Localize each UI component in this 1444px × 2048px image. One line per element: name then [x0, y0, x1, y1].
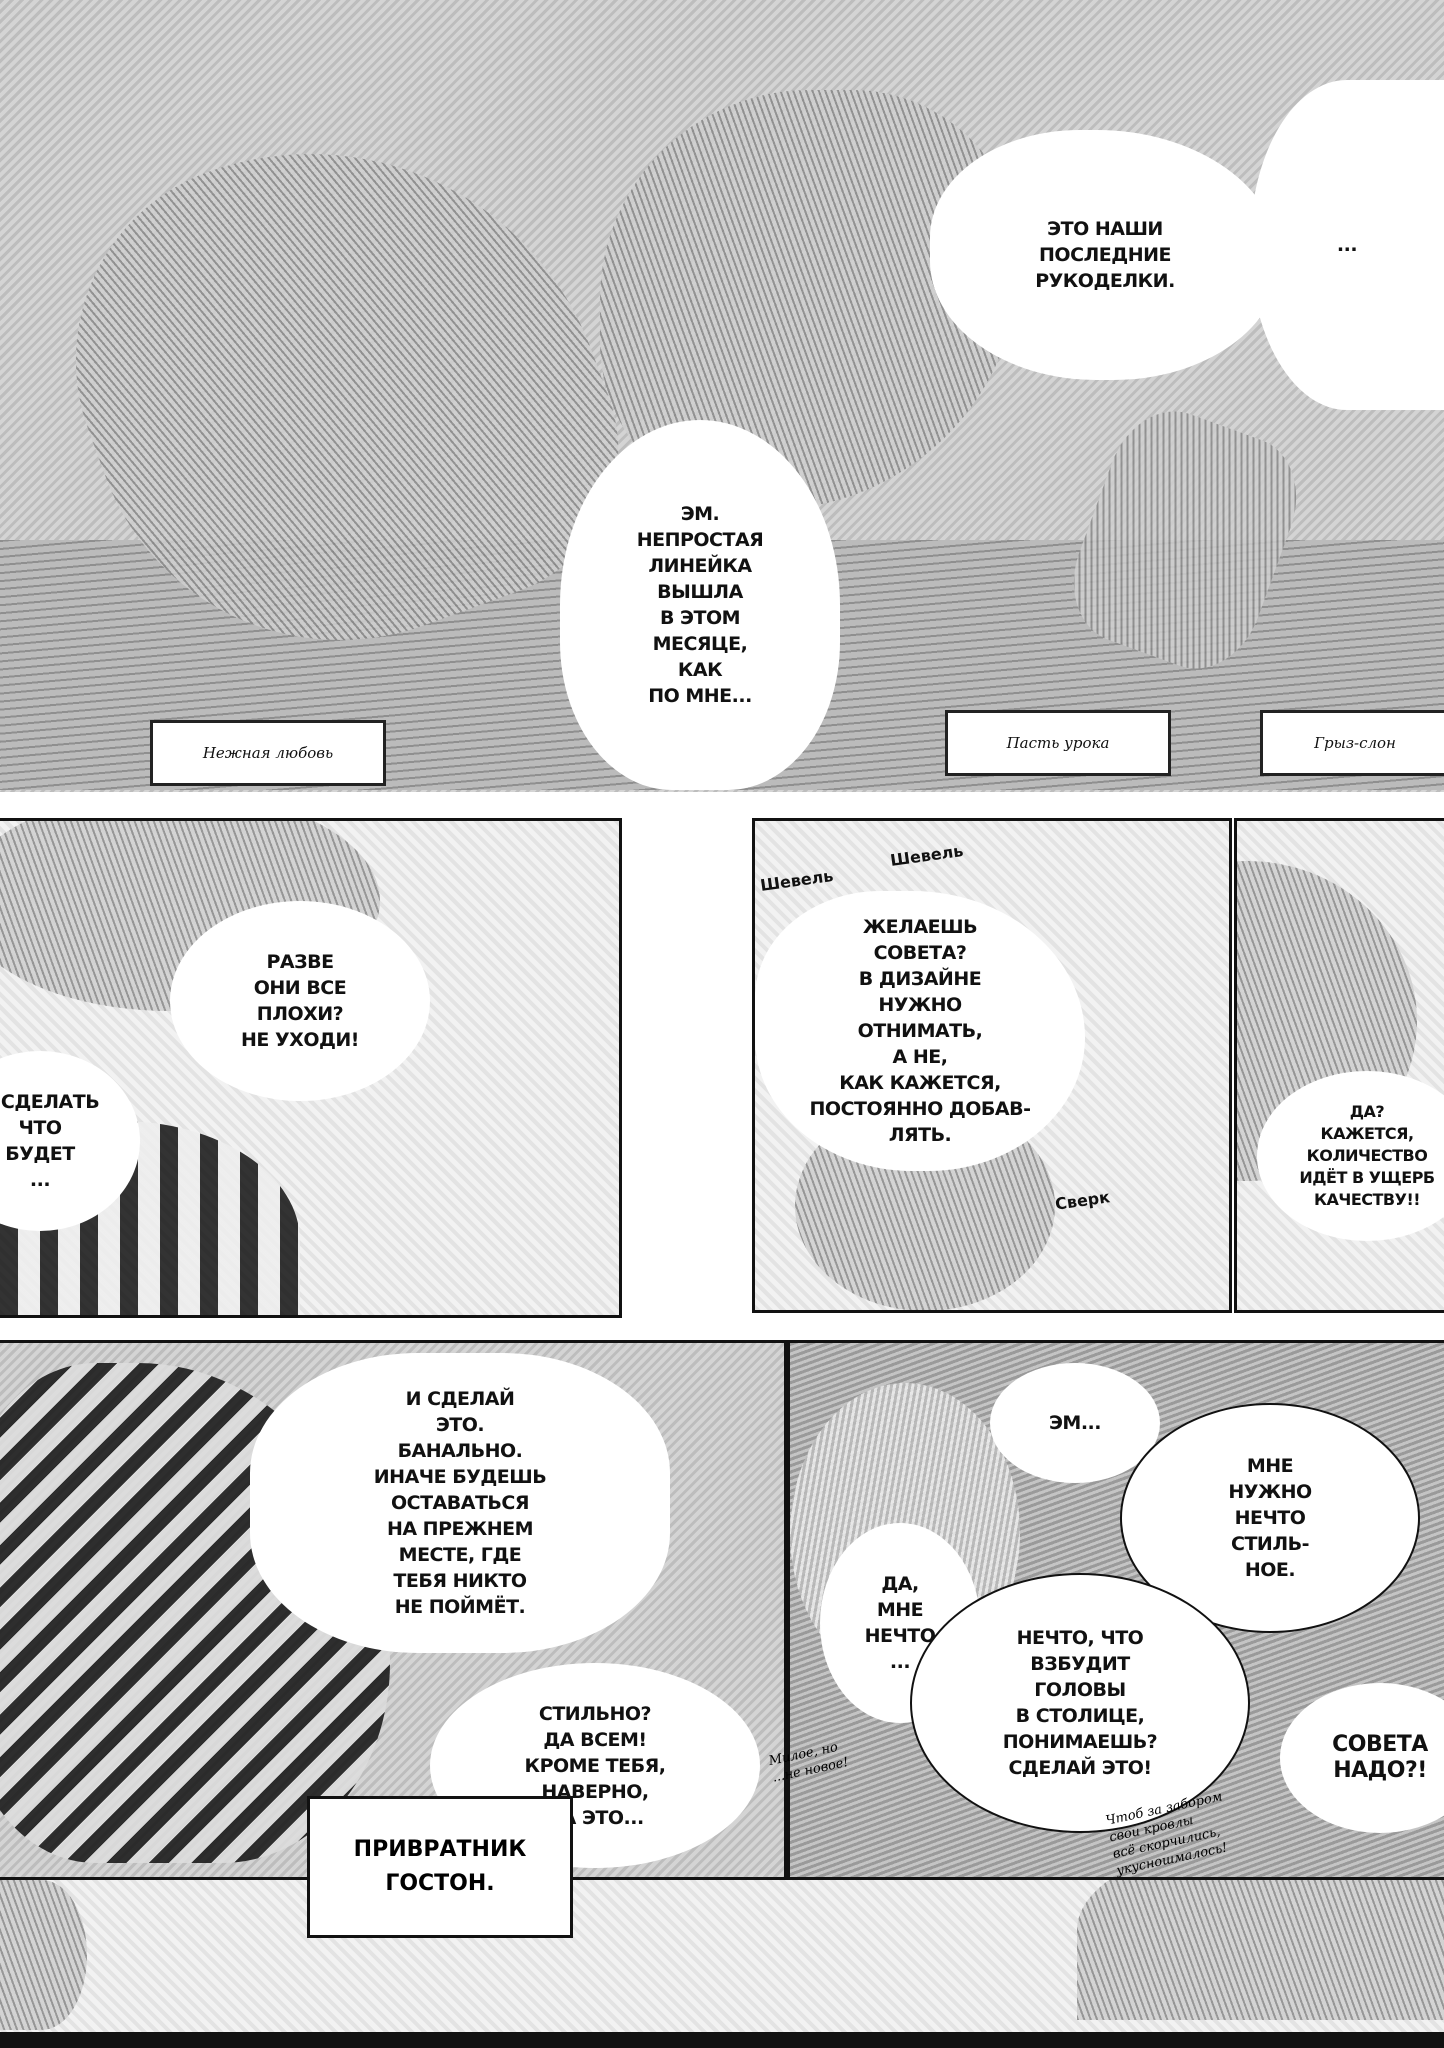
dialogue-text: Совета надо?!	[1332, 1732, 1428, 1783]
speech-bubble: Совета надо?!	[1280, 1683, 1444, 1833]
speech-bubble: Это наши последние рукоделки.	[930, 130, 1280, 380]
speech-bubble: Нечто, что взбудит головы в столице, пон…	[910, 1573, 1250, 1833]
panel-showroom: Это наши последние рукоделки. ... Эм. Не…	[0, 0, 1444, 792]
panel-gatekeeper: И сделай это. Банально. Иначе будешь ост…	[0, 1340, 787, 1880]
product-plaque: Нежная любовь	[150, 720, 386, 786]
sound-effect: Сверк	[1053, 1187, 1112, 1214]
product-plaque: Пасть урока	[945, 710, 1171, 776]
dialogue-text: ...	[1336, 234, 1358, 256]
dialogue-text: Желаешь совета? В дизайне нужно отнимать…	[809, 916, 1031, 1146]
speech-bubble: Эм. Непростая линейка вышла в этом месяц…	[560, 420, 840, 790]
speech-bubble: Эм...	[990, 1363, 1160, 1483]
plaque-label: Нежная любовь	[202, 744, 334, 762]
dialogue-text: Нечто, что взбудит головы в столице, пон…	[1002, 1627, 1158, 1779]
dialogue-text: Эм. Непростая линейка вышла в этом месяц…	[636, 503, 764, 707]
panel-character-back: Разве они все плохи? Не уходи! ...сделат…	[0, 818, 622, 1318]
dialogue-text: Эм...	[1048, 1412, 1102, 1434]
dialogue-text: Мне нужно нечто стиль- ное.	[1228, 1455, 1312, 1581]
speech-bubble: Желаешь совета? В дизайне нужно отнимать…	[755, 891, 1085, 1171]
dialogue-text: И сделай это. Банально. Иначе будешь ост…	[373, 1388, 547, 1618]
figure-bottom-right	[1077, 1880, 1444, 2020]
panel-king-face: Да? Кажется, количество идёт в ущерб кач…	[1234, 818, 1444, 1313]
speech-bubble: И сделай это. Банально. Иначе будешь ост…	[250, 1353, 670, 1653]
panel-king-portrait: Эм... Мне нужно нечто стиль- ное. Да, мн…	[787, 1340, 1444, 1880]
page-bottom-border	[0, 2032, 1444, 2048]
plaque-label: Пасть урока	[1006, 734, 1110, 752]
dialogue-text: Это наши последние рукоделки.	[1035, 218, 1175, 292]
caption-box: Привратник Гостон.	[307, 1796, 573, 1938]
plaque-label: Грыз-слон	[1314, 734, 1396, 752]
dialogue-text: Да, мне нечто ...	[864, 1573, 936, 1673]
dialogue-text: ...сделать что будет ...	[0, 1091, 100, 1191]
sound-effect: Шевель	[759, 865, 835, 896]
speech-bubble: ...	[1250, 80, 1444, 410]
figure-bottom-left	[0, 1880, 87, 2030]
panel-jester: Шевель Шевель Желаешь совета? В дизайне …	[752, 818, 1232, 1313]
speech-bubble: Разве они все плохи? Не уходи!	[170, 901, 430, 1101]
dialogue-text: Разве они все плохи? Не уходи!	[241, 951, 359, 1051]
panel-bottom	[0, 1880, 1444, 2040]
product-plaque: Грыз-слон	[1260, 710, 1444, 776]
dialogue-text: Да? Кажется, количество идёт в ущерб кач…	[1299, 1102, 1435, 1209]
sound-effect: Шевель	[889, 840, 965, 871]
speech-bubble: Да? Кажется, количество идёт в ущерб кач…	[1257, 1071, 1444, 1241]
